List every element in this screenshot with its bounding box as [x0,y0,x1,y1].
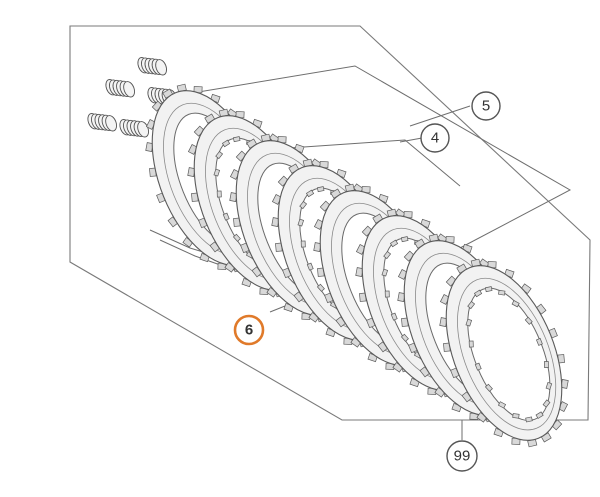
clutch-plate-stack [145,83,569,448]
spring-1 [137,57,167,76]
spring-5 [119,119,149,138]
assembly-frame [69,25,591,421]
callout-4[interactable]: 4 [420,123,450,153]
callout-99-label: 99 [454,448,471,465]
spring-2 [105,79,135,98]
spring-4 [87,113,117,132]
callout-6[interactable]: 6 [233,314,265,346]
callout-6-label: 6 [245,322,253,339]
leader-5 [409,105,471,127]
callout-5-label: 5 [482,98,490,115]
bracket-5 [149,65,572,249]
clutch-plate-8 [439,258,569,448]
callout-99[interactable]: 99 [446,440,478,472]
callout-5[interactable]: 5 [471,91,501,121]
callout-4-label: 4 [431,130,439,147]
leader-4 [399,137,423,143]
bracket-4 [259,139,461,187]
